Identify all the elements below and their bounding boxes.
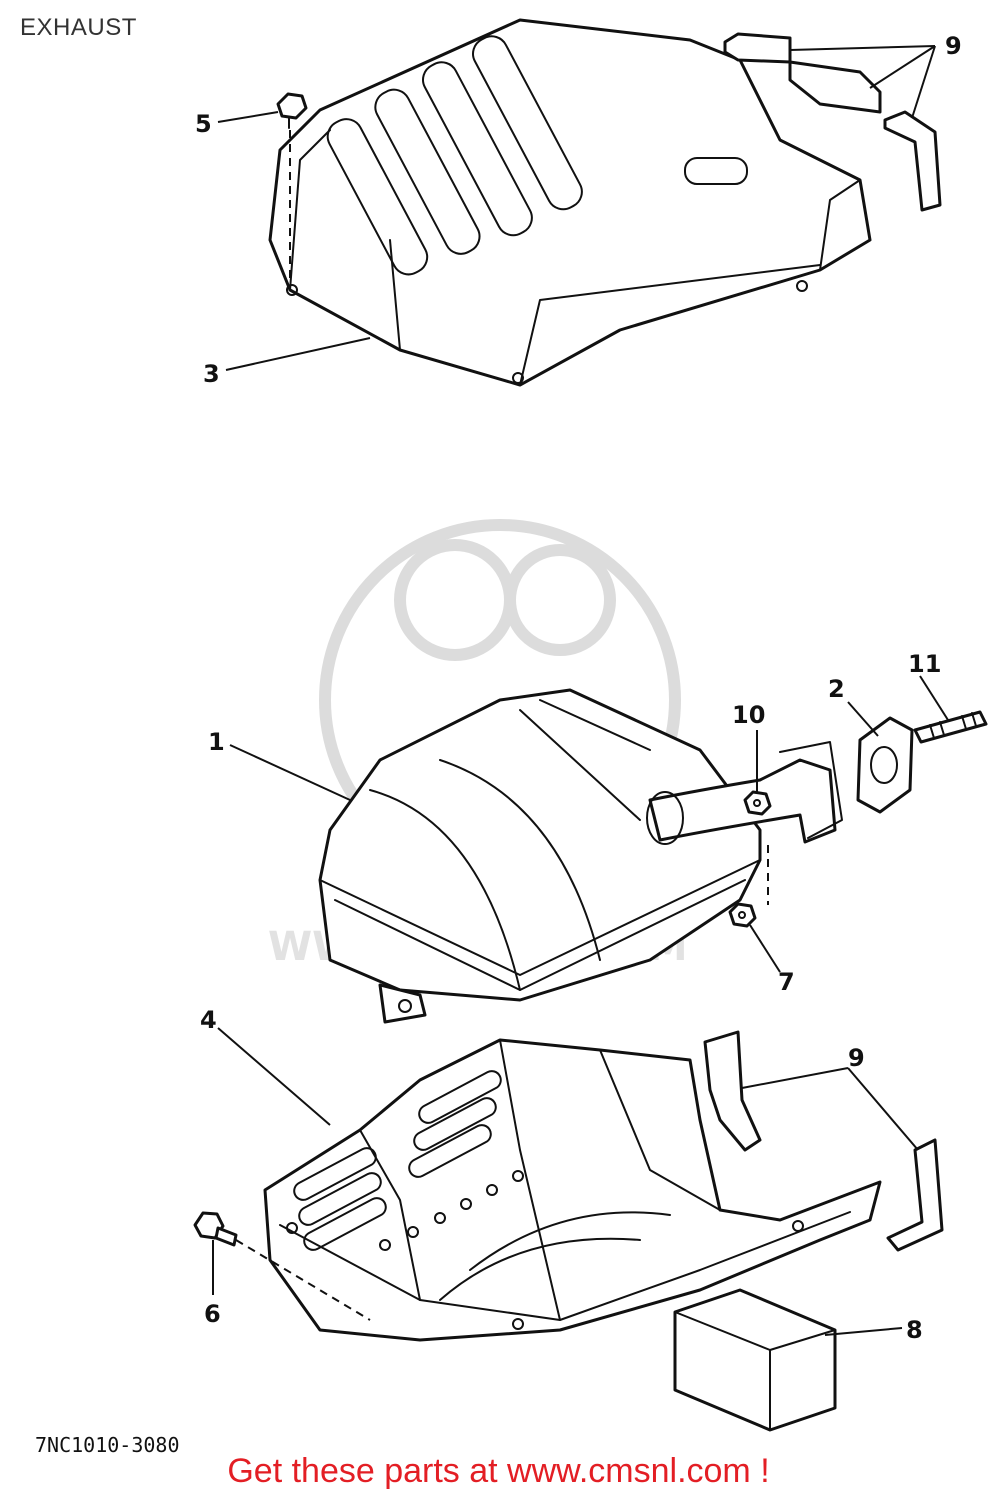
upper-heat-protector-drawing bbox=[268, 18, 872, 387]
callout-9-bottom: 9 bbox=[848, 1044, 865, 1072]
gasket-2-drawing bbox=[856, 716, 914, 814]
lower-protector-drawing bbox=[263, 1038, 882, 1342]
bolt-5-drawing bbox=[276, 92, 308, 280]
damper-pads-bottom-drawing bbox=[703, 1030, 944, 1252]
leader-lines bbox=[212, 45, 949, 1336]
callout-3: 3 bbox=[203, 360, 220, 388]
drawing-code: 7NC1010-3080 bbox=[35, 1433, 180, 1457]
callout-9-top: 9 bbox=[945, 32, 962, 60]
bolt-6-drawing bbox=[193, 1211, 371, 1321]
stud-bolt-11-drawing bbox=[913, 710, 988, 744]
callout-4: 4 bbox=[200, 1006, 217, 1034]
callout-1: 1 bbox=[208, 728, 225, 756]
callout-10: 10 bbox=[732, 701, 765, 729]
callout-5: 5 bbox=[195, 110, 212, 138]
callout-8: 8 bbox=[906, 1316, 923, 1344]
damper-block-8-drawing bbox=[673, 1288, 837, 1432]
callout-6: 6 bbox=[204, 1300, 221, 1328]
muffler-drawing bbox=[318, 688, 843, 1024]
callout-labels: 5 3 9 1 10 2 11 7 4 9 6 8 bbox=[195, 32, 962, 1344]
damper-pads-top-drawing bbox=[723, 32, 942, 212]
callout-7: 7 bbox=[778, 968, 795, 996]
footer-banner-link[interactable]: Get these parts at www.cmsnl.com ! bbox=[227, 1452, 770, 1490]
callout-2: 2 bbox=[828, 675, 845, 703]
nut-10-drawing bbox=[743, 790, 772, 816]
callout-11: 11 bbox=[908, 650, 941, 678]
nut-7-drawing bbox=[728, 845, 769, 928]
page-title: EXHAUST bbox=[20, 14, 137, 41]
